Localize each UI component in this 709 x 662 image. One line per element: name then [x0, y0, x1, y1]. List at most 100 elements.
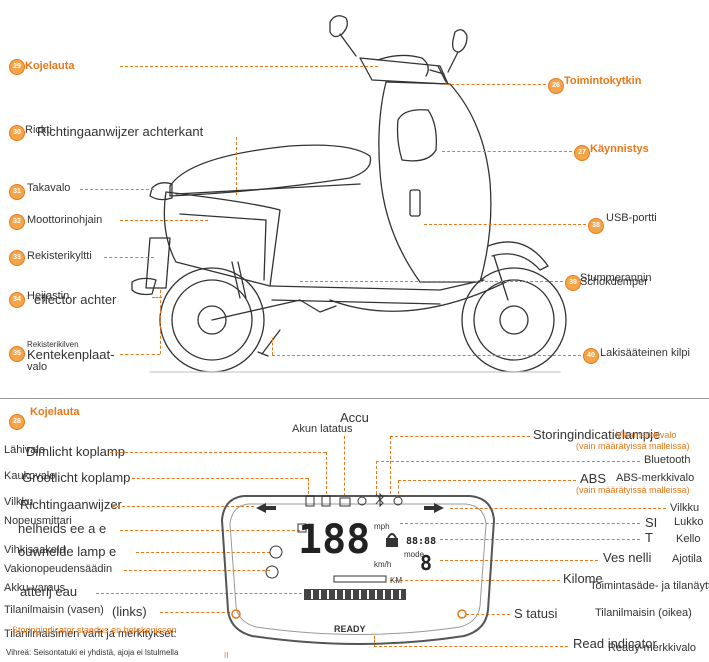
leader-nopeus — [120, 530, 300, 531]
clock-readout: 88:88 — [406, 536, 437, 547]
leader-vilkku-left — [112, 506, 254, 507]
battery-bar — [304, 589, 406, 600]
leader-39 — [300, 281, 563, 282]
leader-vakio — [124, 570, 270, 571]
callout-26: 26 — [548, 78, 564, 94]
callout-39: 39 — [565, 275, 581, 291]
label-kentekenplaat: Kentekenplaat- — [27, 347, 115, 362]
leader-vilkku-right — [450, 508, 666, 509]
label-rekisterikyltti: Rekisterikyltti — [27, 250, 92, 262]
leader-34 — [152, 297, 162, 298]
scooter-illustration — [131, 15, 567, 373]
callout-35: 35 — [9, 346, 25, 362]
leader-storing — [390, 436, 530, 437]
label-reflector-achter: eflector achter — [34, 292, 117, 307]
label-bluetooth: Bluetooth — [644, 454, 691, 466]
label-grootlicht: Grootlicht koplamp — [22, 470, 131, 485]
leader-30 — [236, 137, 237, 195]
label-lakisaateinen-kilpi: Lakisääteinen kilpi — [600, 347, 690, 359]
callout-32: 32 — [9, 214, 25, 230]
label-ready-indicator: Read indicator — [573, 636, 657, 651]
leader-bluetooth — [376, 461, 640, 462]
leader-abs-v — [398, 480, 399, 494]
label-usb-portti: USB-portti — [606, 212, 657, 224]
leader-dimlicht-v — [326, 452, 327, 494]
label-batterijniveau: atterlj eau — [20, 584, 78, 599]
callout-40: 40 — [583, 348, 599, 364]
leader-33 — [104, 257, 154, 258]
label-moottorinohjain: Moottorinohjain — [27, 214, 103, 226]
label-tilanilmaisimen-varit: Tilanilmaisimen värit ja merkitykset: — [4, 628, 177, 640]
label-valo: valo — [27, 361, 48, 373]
label-takavalo: Takavalo — [27, 182, 71, 194]
callout-31: 31 — [9, 184, 25, 200]
label-vikamerkkivalo: Vikamerkkivalo — [616, 430, 677, 440]
label-kojelauta-bottom: Kojelauta — [30, 406, 80, 418]
label-t: T — [645, 530, 653, 545]
label-ajotila: Ajotila — [672, 553, 702, 565]
leader-lukko — [400, 523, 640, 524]
label-lukko: Lukko — [674, 516, 704, 528]
leader-ajotila — [440, 560, 598, 561]
label-toimintasade: Toimintasäde- ja tilanäyttö — [590, 580, 709, 592]
page-mark: II — [224, 651, 229, 660]
leader-ready-v — [374, 636, 375, 646]
leader-status — [466, 614, 510, 615]
leader-bluetooth-v — [376, 461, 377, 494]
callout-33: 33 — [9, 250, 25, 266]
label-akun-latatus: Akun latatus — [292, 423, 353, 435]
label-dimlicht: Dimlicht koplamp — [26, 444, 125, 459]
label-akku-varaus: Akku-varaus — [4, 582, 66, 594]
label-schokdemper: Schokdemper — [580, 276, 648, 288]
leader-38 — [424, 224, 586, 225]
label-accu: Accu — [340, 410, 369, 425]
speed-readout: 188 — [298, 517, 371, 563]
leader-kojelauta — [120, 66, 378, 67]
label-vika-note: (vain määrätyissä malleissa) — [576, 441, 690, 451]
mode-label: mode — [404, 550, 425, 559]
label-vakionopeudensaadin: Vakionopeudensäädin — [4, 563, 113, 575]
callout-34: 34 — [9, 292, 25, 308]
label-vilkku-right: Vilkku — [670, 502, 700, 514]
left-mirror — [329, 15, 348, 38]
leader-grootlicht-v — [308, 478, 309, 494]
label-stummerannin: Stummerannin — [580, 272, 652, 284]
label-rickti: Rickti — [25, 124, 52, 136]
label-abs: ABS — [580, 471, 607, 486]
label-links: (links) — [112, 604, 147, 619]
leader-akku — [344, 436, 345, 496]
label-kaukovalo: Kaukovalo — [4, 470, 56, 482]
speed-unit-kmh: km/h — [374, 560, 392, 569]
leader-storing-v — [390, 436, 391, 494]
label-huom: Vihreä: Seisontatuki ei yhdistä, ajoja e… — [6, 648, 179, 657]
leader-abs — [398, 480, 576, 481]
label-toimintokytkin: Toimintokytkin — [564, 75, 642, 87]
label-storingindicator-status: Storingindicator standus en betekenissen — [12, 625, 177, 635]
leader-tila-vasen — [160, 612, 230, 613]
leader-grootlicht — [132, 478, 308, 479]
speed-unit-mph: mph — [374, 522, 390, 531]
label-vihkisaakeld: Vihkisaakeld — [4, 544, 66, 556]
leader-40-v — [272, 338, 273, 355]
label-storingindicatielampje: Storingindicatielampje — [533, 427, 661, 442]
label-vilkku-left: Vilkku — [4, 496, 34, 508]
km-unit: KM — [390, 576, 402, 585]
label-abs-note: (vain määrätyissä malleissa) — [576, 485, 690, 495]
label-ready-merkkivalo: Ready-merkkivalo — [608, 642, 697, 654]
leader-27 — [442, 151, 572, 152]
mode-readout: 8 — [420, 551, 433, 575]
leader-kello — [440, 539, 640, 540]
leader-32 — [120, 220, 208, 221]
callout-29: 29 — [9, 59, 25, 75]
label-richtingaanwijzer-achter: Richtingaanwijzer achterkant — [37, 124, 204, 139]
label-kaynnistys: Käynnistys — [590, 143, 649, 155]
label-vesnelli: Ves nelli — [603, 550, 652, 565]
callout-38: 38 — [588, 218, 604, 234]
section-divider — [0, 398, 709, 399]
label-lahivalo: Lähivalo — [4, 444, 45, 456]
leader-dimlicht — [110, 452, 326, 453]
label-richtingaanwijzer: Richtingaanwijzer — [20, 497, 122, 512]
label-nopeusmittari: Nopeusmittari — [4, 515, 72, 527]
leader-35 — [120, 354, 160, 355]
callout-28: 28 — [9, 414, 25, 430]
